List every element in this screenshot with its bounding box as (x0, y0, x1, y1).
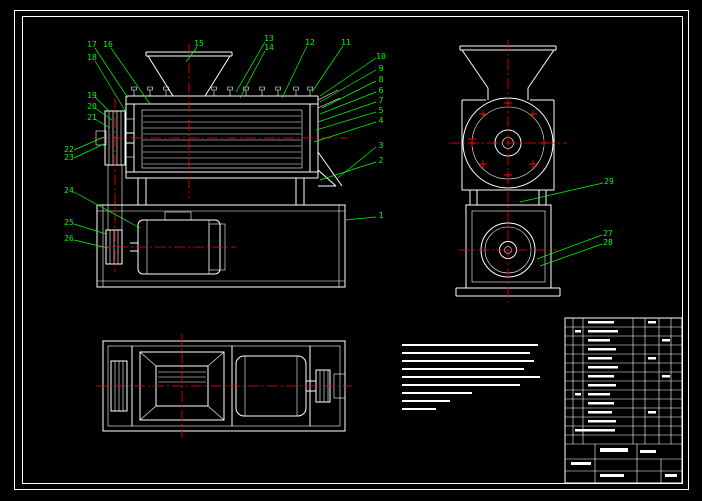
callout-label: 11 (341, 38, 351, 47)
support-legs-front (137, 178, 305, 205)
callout-26: 26 (64, 234, 109, 249)
callout-13: 13 (235, 34, 274, 93)
callout-27: 27 (536, 229, 613, 260)
callout-label: 23 (64, 153, 74, 162)
callout-label: 8 (379, 75, 384, 84)
callout-label: 18 (87, 53, 97, 62)
front-view (93, 44, 348, 288)
callout-29: 29 (519, 177, 614, 203)
callout-label: 29 (604, 177, 614, 186)
title-block-text-placeholders (571, 321, 677, 477)
callout-7: 7 (317, 96, 384, 123)
callout-label: 7 (379, 96, 384, 105)
callout-label: 21 (87, 113, 97, 122)
drawing-frame (14, 10, 689, 490)
drum-top-plate (125, 86, 319, 105)
callout-17: 17 (87, 40, 129, 99)
callout-label: 3 (379, 141, 384, 150)
callout-1: 1 (344, 211, 384, 221)
callout-21: 21 (87, 113, 111, 129)
callout-label: 13 (264, 34, 274, 43)
callout-12: 12 (281, 38, 315, 99)
base-frame-front (96, 204, 346, 288)
callout-label: 25 (64, 218, 74, 227)
callout-15: 15 (185, 39, 204, 63)
callout-label: 22 (64, 145, 74, 154)
side-view-centerlines (449, 40, 567, 302)
side-view (449, 40, 567, 302)
callout-24: 24 (64, 186, 141, 229)
callout-28: 28 (539, 238, 613, 267)
notes-lines (402, 344, 540, 410)
note-line (402, 344, 538, 346)
callout-6: 6 (319, 86, 384, 115)
note-line (402, 360, 534, 362)
note-line (402, 392, 472, 394)
callout-5: 5 (315, 106, 384, 131)
note-line (402, 376, 540, 378)
plan-view (96, 334, 352, 438)
front-view-centerlines (93, 44, 348, 272)
callout-16: 16 (103, 40, 151, 105)
callout-2: 2 (319, 156, 384, 181)
note-line (402, 408, 436, 410)
callout-label: 2 (379, 156, 384, 165)
callout-label: 4 (379, 116, 384, 125)
callout-label: 12 (305, 38, 315, 47)
plan-view-centerlines (96, 334, 352, 438)
side-legs (469, 190, 547, 205)
callout-25: 25 (64, 218, 107, 235)
callout-3: 3 (337, 141, 384, 179)
note-line (402, 400, 450, 402)
callout-label: 14 (264, 43, 274, 52)
callout-20: 20 (87, 102, 113, 121)
callout-label: 27 (603, 229, 613, 238)
callout-18: 18 (87, 53, 127, 113)
callout-11: 11 (311, 38, 351, 93)
callout-19: 19 (87, 91, 111, 113)
callout-9: 9 (319, 64, 384, 103)
callout-label: 10 (376, 52, 386, 61)
note-line (402, 384, 520, 386)
callout-label: 20 (87, 102, 97, 111)
callout-8: 8 (321, 75, 384, 109)
callout-4: 4 (313, 116, 384, 143)
callouts: 17 16 18 15 13 14 12 11 10 9 8 6 7 5 4 3… (64, 34, 614, 267)
callout-label: 19 (87, 91, 97, 100)
title-block (564, 317, 683, 484)
note-line (402, 368, 524, 370)
callout-label: 5 (379, 106, 384, 115)
callout-22: 22 (64, 136, 105, 154)
callout-label: 15 (194, 39, 204, 48)
callout-label: 16 (103, 40, 113, 49)
discharge-chute (317, 151, 343, 187)
callout-label: 9 (379, 64, 384, 73)
callout-label: 1 (379, 211, 384, 220)
callout-label: 24 (64, 186, 74, 195)
callout-label: 6 (379, 86, 384, 95)
callout-label: 28 (603, 238, 613, 247)
motor-front (105, 211, 226, 275)
callout-23: 23 (64, 142, 107, 162)
callout-label: 17 (87, 40, 97, 49)
note-line (402, 352, 530, 354)
callout-label: 26 (64, 234, 74, 243)
v-belts (107, 165, 123, 230)
callout-10: 10 (319, 52, 386, 97)
callout-14: 14 (239, 43, 274, 99)
